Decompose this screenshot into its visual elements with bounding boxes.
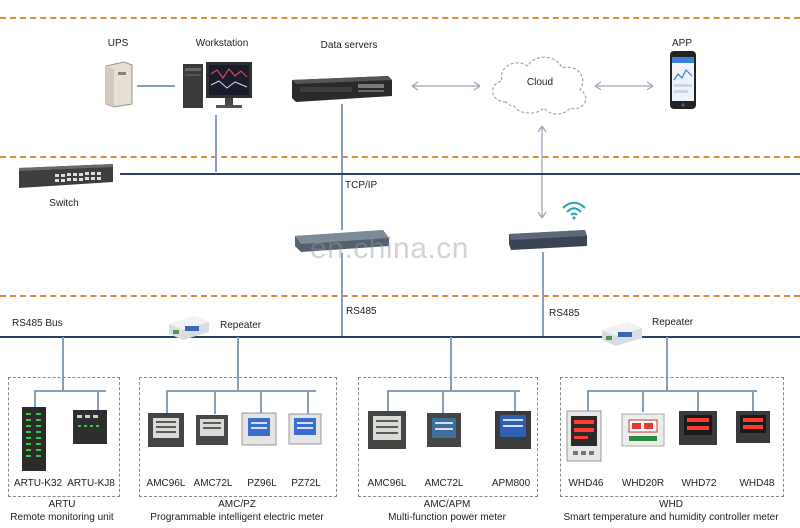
group-artu-tick (34, 390, 36, 410)
workstation-label: Workstation (195, 38, 249, 49)
group-amcapm-tick (387, 390, 389, 414)
drop-amcapm (450, 337, 452, 390)
tcpip-label: TCP/IP (345, 180, 378, 191)
tcpip-bus (120, 173, 800, 175)
rs485-left-label: RS485 (346, 306, 377, 317)
artu-kj8-icon (73, 410, 107, 444)
group-whd-tick (587, 390, 589, 412)
artu-k32-icon (22, 407, 46, 471)
server-link (341, 104, 343, 230)
group-name: AMC/APM (423, 499, 471, 510)
meter-whd48-icon (736, 411, 770, 443)
watermark-text: en.china.cn (310, 232, 469, 265)
device-label: AMC96L (367, 478, 407, 489)
switch-label: Switch (49, 198, 79, 209)
rs485-right-label: RS485 (549, 308, 580, 319)
device-label: WHD72 (681, 478, 717, 489)
group-amcpz-tick (260, 390, 262, 414)
meter-whd20r-icon (621, 413, 665, 447)
meter-amc72l-icon (427, 413, 461, 447)
meter-apm800-icon (495, 411, 531, 449)
drop-whd (666, 337, 668, 390)
group-amcpz-tick (307, 390, 309, 414)
meter-pz72l-icon (288, 413, 322, 445)
group-desc: Programmable intelligent electric meter (150, 512, 324, 523)
separator-top (0, 17, 800, 19)
ups-label: UPS (107, 38, 129, 49)
device-label: PZ72L (291, 478, 321, 489)
cloud-gateway-arrow (537, 125, 547, 219)
group-desc: Multi-function power meter (388, 512, 506, 523)
cloud-app-arrow (594, 81, 654, 91)
drop-amcpz (237, 337, 239, 390)
drop-artu (62, 337, 64, 390)
meter-pz96l-icon (241, 412, 277, 446)
wifi-icon (562, 201, 586, 220)
separator-lower (0, 295, 800, 297)
dataservers-label: Data servers (320, 40, 378, 51)
group-amcpz-tick (166, 390, 168, 414)
device-label: AMC72L (193, 478, 233, 489)
repeater-right-label: Repeater (652, 317, 694, 328)
group-artu-bar (34, 390, 106, 392)
repeater-left-icon (169, 316, 209, 340)
group-amcapm-tick (514, 390, 516, 414)
group-amcapm (358, 377, 538, 497)
device-label: APM800 (491, 478, 531, 489)
group-amcpz-bar (166, 390, 316, 392)
group-name: ARTU (48, 499, 76, 510)
group-name: WHD (659, 499, 683, 510)
meter-amc72l-icon (196, 415, 228, 445)
meter-amc96l-icon (368, 411, 406, 449)
phone-icon (670, 51, 696, 109)
device-label: PZ96L (247, 478, 277, 489)
group-desc: Smart temperature and humidity controlle… (563, 512, 779, 523)
group-artu-tick (97, 390, 99, 410)
meter-whd46-icon (566, 410, 602, 462)
separator-middle (0, 156, 800, 158)
switch-icon (19, 164, 113, 188)
group-amcapm-tick (442, 390, 444, 414)
gateway-right-icon (509, 230, 587, 250)
group-amcpz-tick (214, 390, 216, 414)
rs485-bus (0, 336, 800, 338)
group-whd-tick (697, 390, 699, 412)
device-label: ARTU-K32 (13, 478, 63, 489)
group-whd (560, 377, 784, 497)
repeater-right-icon (602, 322, 642, 346)
ups-workstation-link (137, 85, 175, 87)
rs485-bus-label: RS485 Bus (12, 318, 63, 329)
group-name: AMC/PZ (218, 499, 256, 510)
cloud-label: Cloud (526, 77, 554, 88)
server-cloud-arrow (411, 81, 481, 91)
device-label: AMC96L (146, 478, 186, 489)
device-label: WHD48 (739, 478, 775, 489)
app-label: APP (671, 38, 693, 49)
group-whd-tick (752, 390, 754, 412)
device-label: AMC72L (424, 478, 464, 489)
repeater-left-label: Repeater (220, 320, 262, 331)
device-label: WHD46 (568, 478, 604, 489)
group-amcpz (139, 377, 337, 497)
workstation-icon (183, 62, 252, 108)
ups-icon (105, 61, 133, 108)
server-icon (292, 76, 392, 102)
workstation-link (215, 115, 217, 172)
device-label: ARTU-KJ8 (67, 478, 115, 489)
rs485-right-link (542, 252, 544, 337)
group-amcapm-bar (387, 390, 520, 392)
meter-amc96l-icon (148, 413, 184, 447)
group-desc: Remote monitoring unit (10, 512, 114, 523)
gateway-left-icon (295, 230, 389, 252)
group-whd-tick (642, 390, 644, 412)
meter-whd72-icon (679, 411, 717, 445)
rs485-left-link (341, 253, 343, 337)
cloud-icon (492, 56, 587, 115)
group-artu (8, 377, 120, 497)
device-label: WHD20R (621, 478, 665, 489)
group-whd-bar (587, 390, 757, 392)
